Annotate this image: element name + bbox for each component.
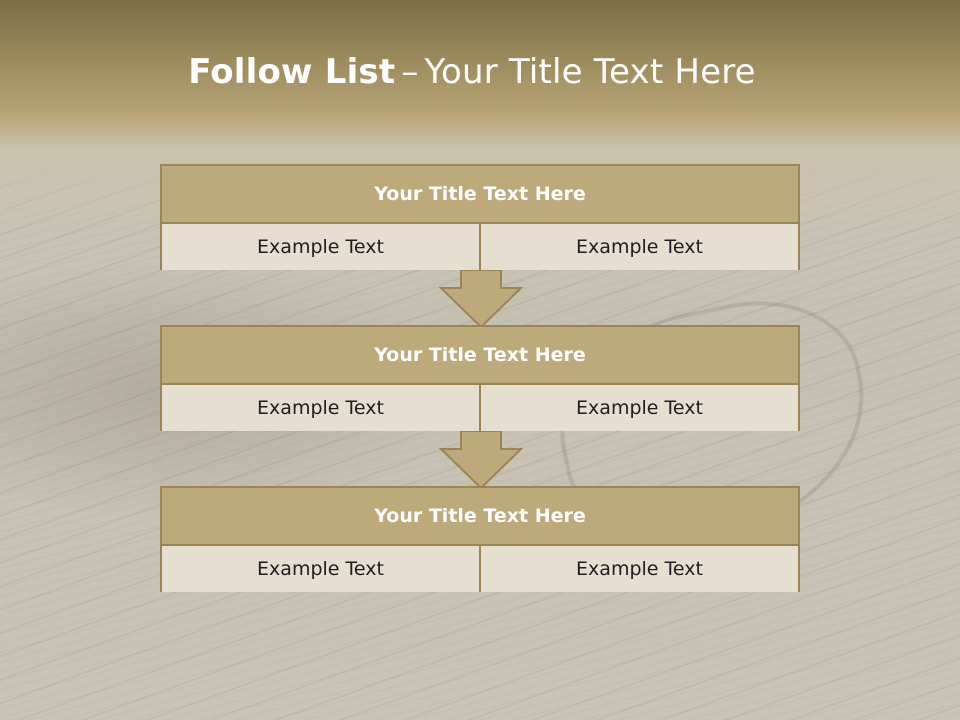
list-block-1: Your Title Text Here Example Text Exampl… xyxy=(160,164,800,270)
block-title: Your Title Text Here xyxy=(162,327,798,385)
block-cell-right: Example Text xyxy=(479,224,798,270)
block-title: Your Title Text Here xyxy=(162,488,798,546)
list-block-2: Your Title Text Here Example Text Exampl… xyxy=(160,325,800,431)
slide-title-rest: Your Title Text Here xyxy=(424,52,756,92)
slide-title-bold: Follow List xyxy=(188,52,396,92)
block-cell-left: Example Text xyxy=(162,546,479,592)
block-cell-left: Example Text xyxy=(162,224,479,270)
block-cell-right: Example Text xyxy=(479,385,798,431)
slide-title: Follow List–Your Title Text Here xyxy=(0,52,944,92)
block-title: Your Title Text Here xyxy=(162,166,798,224)
block-row: Example Text Example Text xyxy=(162,385,798,431)
block-row: Example Text Example Text xyxy=(162,546,798,592)
block-row: Example Text Example Text xyxy=(162,224,798,270)
block-cell-left: Example Text xyxy=(162,385,479,431)
slide-title-separator: – xyxy=(401,52,419,92)
block-cell-right: Example Text xyxy=(479,546,798,592)
down-arrow-icon xyxy=(439,431,523,489)
list-block-3: Your Title Text Here Example Text Exampl… xyxy=(160,486,800,592)
down-arrow-icon xyxy=(439,270,523,328)
